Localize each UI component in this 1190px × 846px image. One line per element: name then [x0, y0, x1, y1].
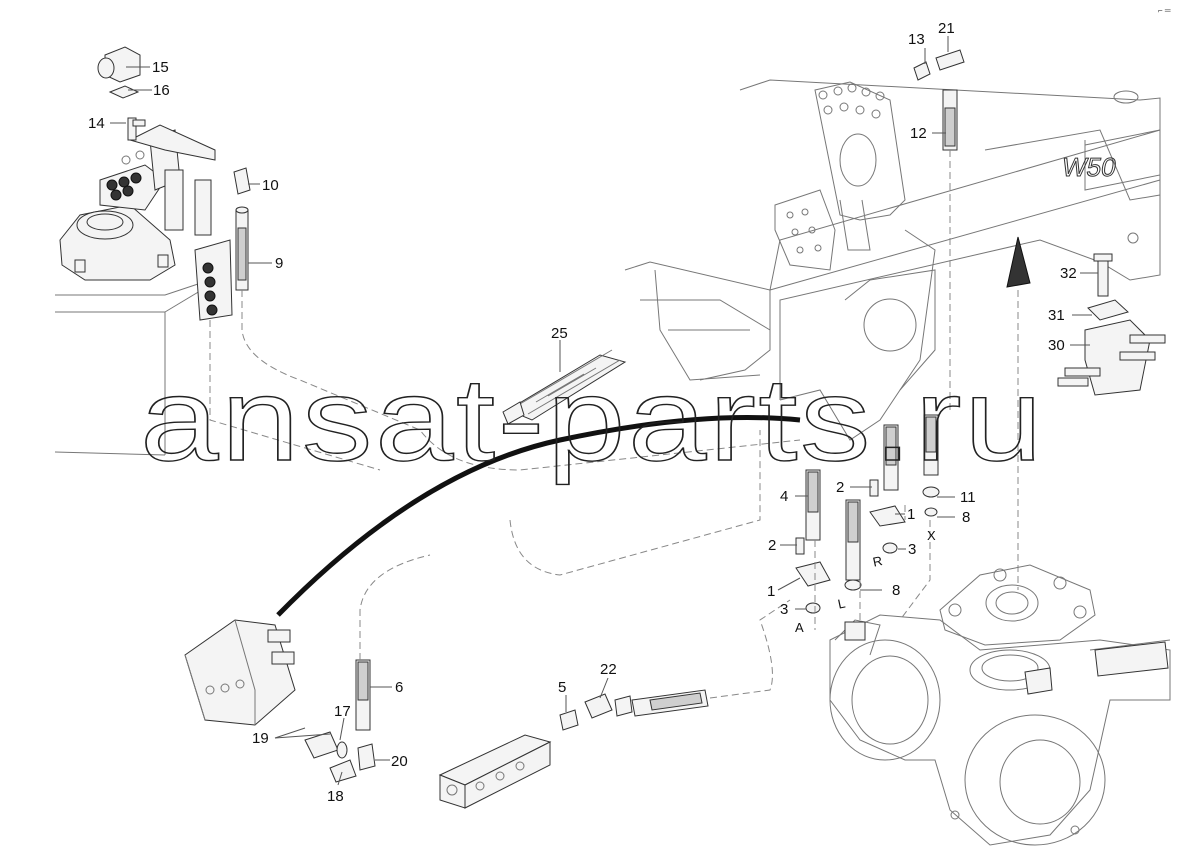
callout-3: 3: [908, 541, 916, 558]
leader-lines: [110, 36, 1098, 786]
callout-16: 16: [153, 82, 170, 99]
fitting-21: [935, 49, 965, 71]
hose-12: [942, 89, 958, 151]
frame-badge: W50: [1059, 129, 1161, 191]
pipe-routes: [209, 150, 951, 699]
callout-3: 3: [780, 601, 788, 618]
hose-upper-right: [883, 414, 940, 517]
callout-32: 32: [1060, 265, 1077, 282]
corner-mark: ⌐ ═: [1158, 6, 1171, 15]
frame-badge-text: W50: [1060, 152, 1119, 182]
callout-1: 1: [907, 506, 915, 523]
hose-9: [235, 206, 249, 291]
port-l-label: L: [836, 596, 846, 612]
callout-labels: 1 1 2 2 3 3 4 5 6 8 8 9 10 11 12 13 14 1…: [88, 20, 1077, 805]
callout-5: 5: [558, 679, 566, 696]
chassis-frame: [624, 79, 1161, 441]
callout-13: 13: [908, 31, 925, 48]
callout-4: 4: [780, 488, 788, 505]
callout-30: 30: [1048, 337, 1065, 354]
callout-11: 11: [960, 489, 976, 506]
callout-2: 2: [768, 537, 776, 554]
axle-housing: [829, 564, 1171, 846]
elbow-10: [233, 167, 251, 195]
port-x-label: X: [927, 528, 936, 543]
callout-20: 20: [391, 753, 408, 770]
port-a-label: A: [795, 620, 804, 635]
hose-6: [355, 659, 371, 731]
callout-10: 10: [262, 177, 279, 194]
callout-9: 9: [275, 255, 283, 272]
hose-8-lower: [844, 499, 862, 591]
callout-25: 25: [551, 325, 568, 342]
callout-8: 8: [892, 582, 900, 599]
callout-31: 31: [1048, 307, 1065, 324]
pressure-line: [276, 415, 801, 617]
callout-14: 14: [88, 115, 105, 132]
manifold-block: [438, 734, 552, 809]
fittings-5-22: [559, 689, 709, 731]
solenoid-coil: [97, 46, 146, 141]
hose-25: [502, 349, 627, 425]
direction-arrow: [1006, 236, 1031, 590]
callout-18: 18: [327, 788, 344, 805]
hose-4: [805, 469, 821, 541]
callout-15: 15: [152, 59, 169, 76]
callout-17: 17: [334, 703, 351, 720]
control-valve-assembly: [59, 124, 233, 321]
callout-19: 19: [252, 730, 269, 747]
fitting-13: [913, 61, 931, 81]
watermark: ansat-parts.ru: [140, 354, 1045, 486]
valve-block-left: [184, 619, 296, 726]
callout-6: 6: [395, 679, 403, 696]
callout-8: 8: [962, 509, 970, 526]
callout-1: 1: [767, 583, 775, 600]
frame-holes: [786, 83, 1139, 254]
port-labels: A L R X: [795, 528, 936, 635]
clamp-parts: [795, 479, 906, 614]
port-r-label: R: [871, 553, 883, 570]
bracket-assembly: [1057, 253, 1166, 396]
callout-12: 12: [910, 125, 927, 142]
callout-2: 2: [836, 479, 844, 496]
callout-21: 21: [938, 20, 955, 37]
callout-22: 22: [600, 661, 617, 678]
